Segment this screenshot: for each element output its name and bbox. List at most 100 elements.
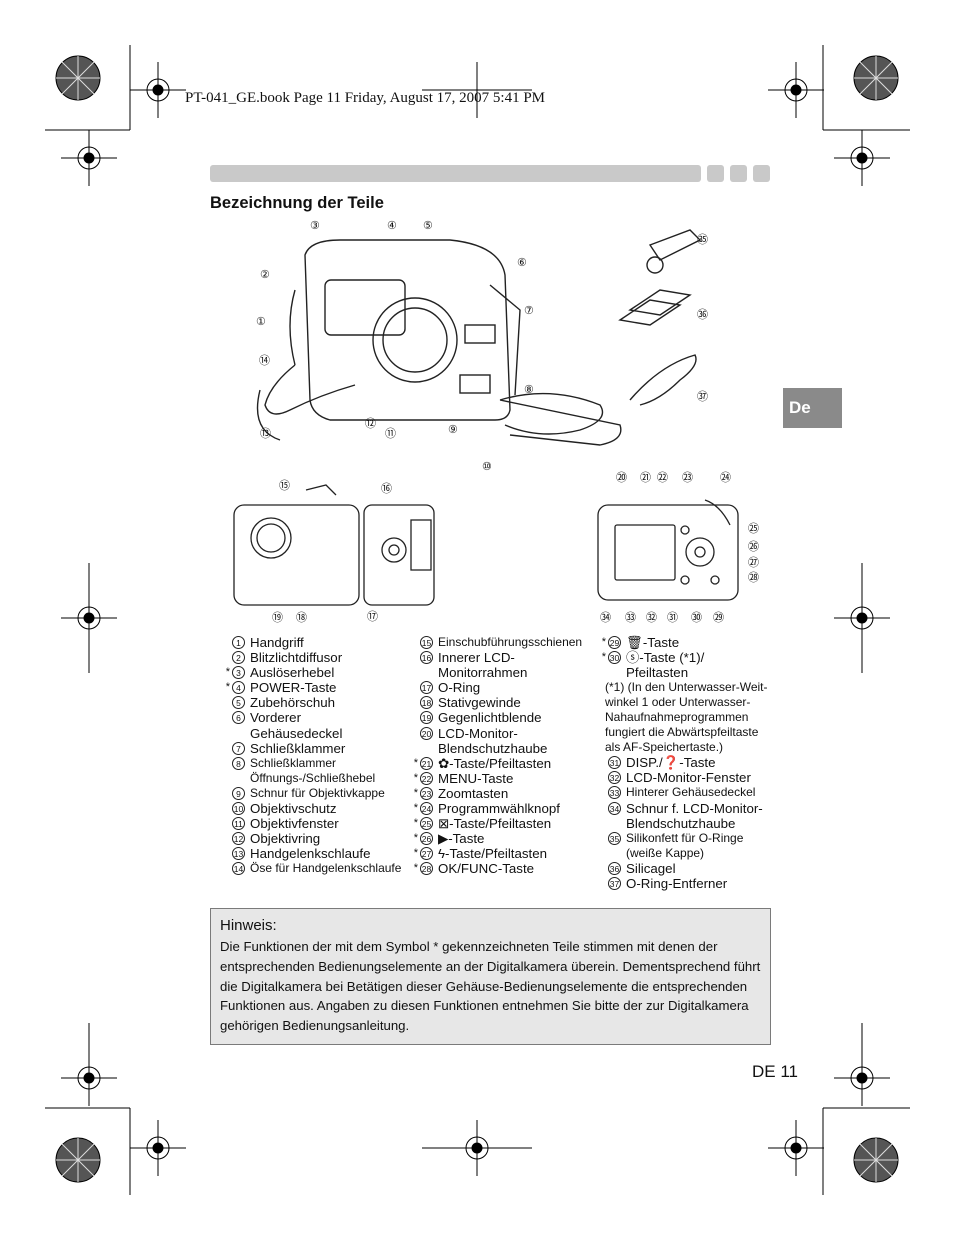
part-item: *4 POWER-Taste	[220, 680, 410, 695]
part-label: Handgelenkschlaufe	[250, 846, 371, 862]
part-label: Schließklammer Öffnungs-/Schließhebel	[250, 755, 376, 785]
decorative-square	[730, 165, 747, 182]
part-label: Handgriff	[250, 635, 304, 650]
callout-3: ③	[310, 220, 320, 232]
part-number: 19	[420, 711, 433, 725]
asterisk-mark: *	[413, 771, 418, 784]
callout-22: ㉒	[657, 472, 668, 484]
part-number: 10	[232, 802, 245, 816]
part-label: Zoomtasten	[438, 785, 509, 801]
note-title: Hinweis:	[220, 917, 277, 934]
asterisk-mark: *	[413, 847, 418, 860]
asterisk-mark: *	[413, 832, 418, 845]
part-number: 18	[420, 696, 433, 710]
callout-24: ㉔	[720, 472, 731, 484]
part-number: 30	[608, 651, 621, 665]
callout-12: ⑫	[365, 418, 376, 430]
callout-14: ⑭	[259, 355, 270, 367]
part-number: 4	[232, 681, 245, 695]
note-box: Hinweis: Die Funktionen der mit dem Symb…	[210, 908, 771, 1045]
part-item: 1 Handgriff	[220, 635, 410, 650]
callout-19: ⑲	[272, 612, 283, 624]
part-label: O-Ring-Entferner	[626, 876, 728, 892]
part-label: ϟ-Taste/Pfeiltasten	[438, 846, 548, 862]
callout-16: ⑯	[381, 483, 392, 495]
part-number: 9	[232, 786, 245, 800]
part-number: 14	[232, 862, 245, 876]
part-number: 1	[232, 636, 245, 649]
language-tab: De	[783, 388, 842, 428]
part-label: Zubehörschuh	[250, 695, 336, 711]
callout-30: ㉚	[691, 612, 702, 624]
part-number: 34	[608, 801, 621, 815]
decorative-square	[707, 165, 724, 182]
callout-28: ㉘	[748, 572, 759, 584]
callout-26: ㉖	[748, 541, 759, 553]
callout-36: ㊱	[697, 309, 708, 321]
part-item: *26▶-Taste	[408, 831, 598, 846]
part-number: 33	[608, 786, 621, 800]
part-number: 26	[420, 832, 433, 846]
part-item: *21✿-Taste/Pfeiltasten	[408, 756, 598, 771]
callout-13: ⑬	[260, 428, 271, 440]
part-label: Hinterer Gehäusedeckel	[626, 785, 756, 800]
part-number: 12	[232, 832, 245, 846]
decorative-square	[753, 165, 770, 182]
asterisk-mark: *	[225, 681, 230, 694]
part-label: Schließklammer	[250, 740, 346, 756]
part-label: Objektivfenster	[250, 816, 339, 832]
callout-11: ⑪	[385, 428, 396, 440]
book-file-info: PT-041_GE.book Page 11 Friday, August 17…	[185, 90, 546, 106]
decorative-header-bar	[210, 165, 701, 182]
part-label: Schnur für Objektivkappe	[250, 785, 385, 800]
part-label: Silikonfett für O-Ringe (weiße Kappe)	[626, 830, 744, 860]
part-label: POWER-Taste	[250, 680, 337, 696]
callout-34: ㉞	[600, 612, 611, 624]
part-number: 13	[232, 847, 245, 861]
part-number: 35	[608, 831, 621, 845]
callout-20: ⑳	[616, 472, 627, 484]
part-label: Programmwählknopf	[438, 801, 560, 817]
part-label: O-Ring	[438, 680, 481, 696]
callout-7: ⑦	[524, 305, 534, 317]
part-number: 20	[420, 726, 433, 740]
part-item: 33 Hinterer Gehäusedeckel	[596, 785, 781, 800]
callout-17: ⑰	[367, 611, 378, 623]
part-item: 13 Handgelenkschlaufe	[220, 846, 410, 861]
part-number: 31	[608, 756, 621, 770]
part-label: Gegenlichtblende	[438, 710, 542, 726]
part-label: DISP./❓-Taste	[626, 755, 716, 771]
footnote: (*1) (In den Unterwasser-Weit- winkel 1 …	[605, 680, 768, 755]
part-number: 6	[232, 711, 245, 725]
asterisk-mark: *	[413, 802, 418, 815]
asterisk-mark: *	[413, 786, 418, 799]
asterisk-mark: *	[601, 651, 606, 664]
part-item: *29🗑-Taste	[596, 635, 781, 650]
part-label: Schnur f. LCD-Monitor- Blendschutzhaube	[626, 800, 763, 831]
part-number: 27	[420, 847, 433, 861]
part-number: 37	[608, 877, 621, 891]
callout-27: ㉗	[748, 557, 759, 569]
part-number: 7	[232, 741, 245, 755]
part-label: OK/FUNC-Taste	[438, 861, 535, 877]
callout-2: ②	[260, 269, 270, 281]
part-number: 17	[420, 681, 433, 695]
callout-8: ⑧	[524, 384, 534, 396]
part-label: Innerer LCD- Monitorrahmen	[438, 650, 528, 681]
asterisk-mark: *	[601, 636, 606, 648]
part-number: 22	[420, 771, 433, 785]
part-label: MENU-Taste	[438, 770, 514, 786]
